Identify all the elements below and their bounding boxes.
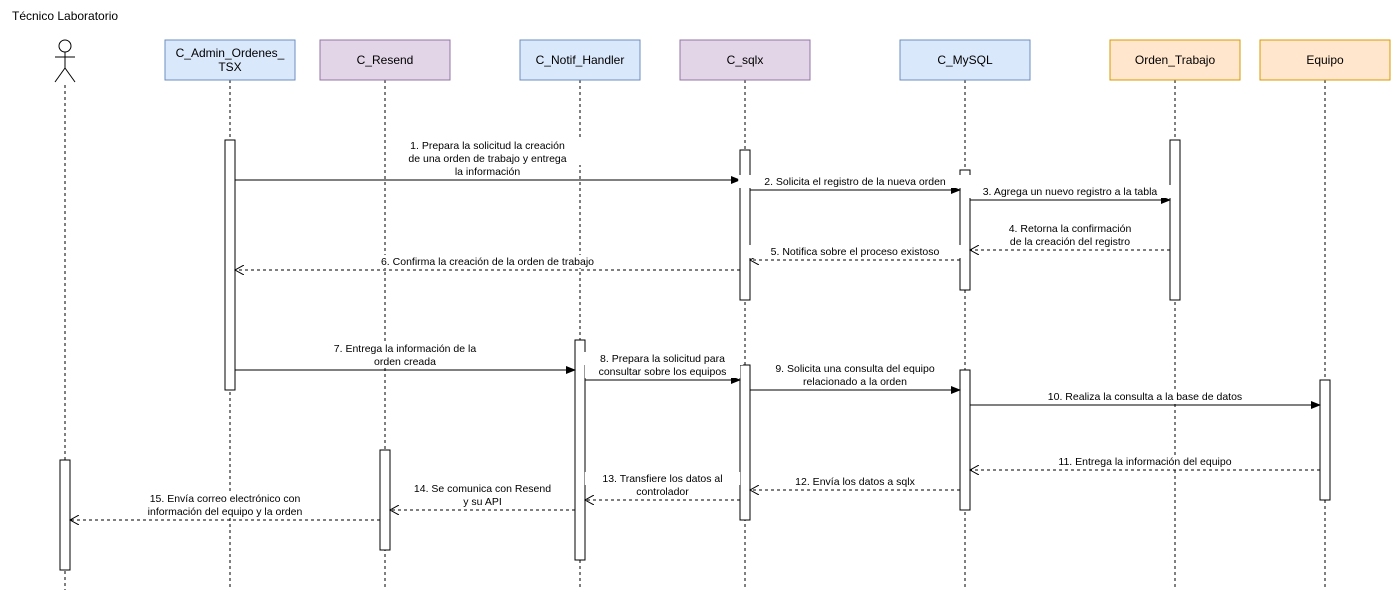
message-6: 6. Confirma la creación de la orden de t… <box>235 255 740 270</box>
participant-label: C_Admin_Ordenes_ <box>176 46 285 60</box>
message-15: 15. Envía correo electrónico coninformac… <box>70 492 380 520</box>
participant-label: C_sqlx <box>727 53 764 67</box>
message-label-bg <box>738 175 972 188</box>
message-label: 15. Envía correo electrónico con <box>150 493 301 505</box>
message-label: controlador <box>636 486 689 498</box>
message-label-bg <box>791 375 919 388</box>
participant-label: Equipo <box>1306 53 1344 67</box>
message-label-bg <box>387 139 588 152</box>
activation-bar-equipo <box>1319 379 1331 501</box>
activation-bar-sqlx <box>739 149 751 301</box>
message-label-bg <box>316 342 494 355</box>
activation-bar-mysql <box>959 369 971 511</box>
message-9: 9. Solicita una consulta del equiporelac… <box>750 362 961 394</box>
activation-bar-sqlx <box>739 364 751 521</box>
message-label-bg <box>130 505 320 518</box>
message-label: orden creada <box>374 356 436 368</box>
diagram-title: Técnico Laboratorio <box>12 9 119 23</box>
message-label-bg <box>1025 390 1265 403</box>
participant-label: C_MySQL <box>937 53 993 67</box>
message-label: relacionado a la orden <box>803 376 907 388</box>
message-label-bg <box>582 352 743 365</box>
activation-bar-resend <box>379 449 391 551</box>
participant-orden[interactable]: Orden_Trabajo <box>1109 39 1241 81</box>
message-10: 10. Realiza la consulta a la base de dat… <box>970 390 1321 409</box>
message-label-bg <box>780 475 930 488</box>
message-label-bg <box>629 485 696 498</box>
message-label-bg <box>133 492 317 505</box>
message-label: 2. Solicita el registro de la nueva orde… <box>764 176 946 188</box>
message-label-bg <box>356 255 619 268</box>
message-label-bg <box>995 222 1145 235</box>
message-label: 13. Transfiere los datos al <box>602 473 722 485</box>
activation-bar-actor <box>59 459 71 571</box>
message-label: 4. Retorna la confirmación <box>1009 223 1132 235</box>
message-label-bg <box>1039 455 1251 468</box>
message-label: la información <box>455 166 521 178</box>
participant-label: Orden_Trabajo <box>1135 53 1216 67</box>
message-3: 3. Agrega un nuevo registro a la tabla <box>961 185 1179 204</box>
message-label-bg <box>584 365 741 378</box>
message-label-bg <box>992 235 1148 248</box>
participant-label: TSX <box>218 60 241 74</box>
participant-equipo[interactable]: Equipo <box>1259 39 1391 81</box>
message-label: 7. Entrega la información de la <box>334 343 477 355</box>
activation-bar-mysql <box>959 169 971 291</box>
participant-mysql[interactable]: C_MySQL <box>899 39 1031 81</box>
activation-bar-admin <box>224 139 236 391</box>
stick-figure-icon <box>54 39 76 83</box>
message-label: consultar sobre los equipos <box>599 366 727 378</box>
message-label: 6. Confirma la creación de la orden de t… <box>381 256 594 268</box>
activation-bar-notif <box>574 339 586 561</box>
message-label: de la creación del registro <box>1010 236 1130 248</box>
participant-label: C_Resend <box>357 53 414 67</box>
message-label-bg <box>961 185 1179 198</box>
message-2: 2. Solicita el registro de la nueva orde… <box>738 175 972 194</box>
message-label: 1. Prepara la solicitud la creación <box>410 140 565 152</box>
message-label-bg <box>584 472 741 485</box>
message-label: 10. Realiza la consulta a la base de dat… <box>1048 391 1242 403</box>
message-11: 11. Entrega la información del equipo <box>970 455 1320 470</box>
message-label-bg <box>393 152 582 165</box>
message-label: y su API <box>463 496 502 508</box>
message-label-bg <box>446 165 529 178</box>
message-5: 5. Notifica sobre el proceso existoso <box>749 245 961 260</box>
message-label: 14. Se comunica con Resend <box>414 483 551 495</box>
message-label: 3. Agrega un nuevo registro a la tabla <box>983 186 1158 198</box>
message-label-bg <box>369 355 441 368</box>
participant-label: C_Notif_Handler <box>536 53 625 67</box>
message-label: 5. Notifica sobre el proceso existoso <box>771 246 940 258</box>
participant-sqlx[interactable]: C_sqlx <box>679 39 811 81</box>
participant-notif[interactable]: C_Notif_Handler <box>519 39 641 81</box>
message-label-bg <box>749 245 961 258</box>
message-label: 8. Prepara la solicitud para <box>600 353 725 365</box>
message-label: 12. Envía los datos a sqlx <box>795 476 915 488</box>
message-label: de una orden de trabajo y entrega <box>408 153 566 165</box>
message-label: información del equipo y la orden <box>148 506 303 518</box>
participant-resend[interactable]: C_Resend <box>319 39 451 81</box>
participant-admin[interactable]: C_Admin_Ordenes_TSX <box>164 39 296 81</box>
activation-bar-orden <box>1169 139 1181 301</box>
message-label-bg <box>407 482 558 495</box>
message-12: 12. Envía los datos a sqlx <box>750 475 960 490</box>
message-label-bg <box>755 362 955 375</box>
message-label: 11. Entrega la información del equipo <box>1058 456 1231 468</box>
message-label-bg <box>458 495 507 508</box>
message-label: 9. Solicita una consulta del equipo <box>775 363 935 375</box>
